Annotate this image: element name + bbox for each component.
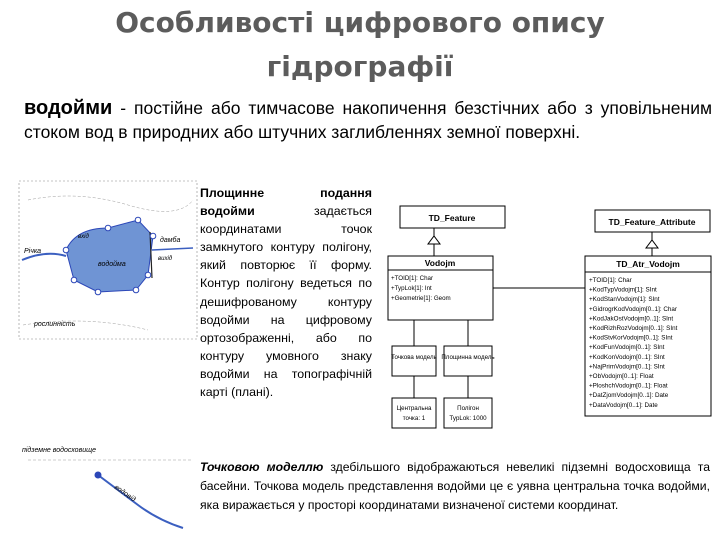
- uml-td-atr-vodojm-box: [584, 255, 712, 417]
- uml-polygon-label-1: Полігон: [457, 405, 479, 412]
- uml-class-diagram: TD_Feature Vodojm TD_Feature_Attribute T…: [387, 205, 712, 429]
- uml-attr-item: +KodStanVodojm[1]: SInt: [589, 296, 660, 303]
- uml-vodojm-label: Vodojm: [425, 258, 456, 268]
- uml-vodojm-attr: +TOID[1]: Char: [391, 275, 433, 282]
- uml-td-feature-label: TD_Feature: [429, 213, 476, 223]
- uml-point-model-box: [391, 345, 437, 377]
- uml-vodojm-attr: +Geometrie[1]: Geom: [391, 295, 451, 302]
- uml-attr-item: +KodFunVodojm[0..1]: SInt: [589, 344, 665, 351]
- label-canal: водовід: [113, 483, 138, 504]
- uml-attr-item: +DatZjomVodojm[0..1]: Date: [589, 392, 669, 399]
- slide-title-line2: гідрографії: [266, 50, 454, 83]
- uml-vodojm-box: [387, 255, 494, 321]
- uml-attr-item: +ObVodojm[0..1]: Float: [589, 373, 654, 380]
- label-underground: підземне водосховище: [22, 446, 96, 454]
- uml-vodojm-attr: +TypLok[1]: Int: [391, 285, 432, 292]
- label-reservoir: водойма: [98, 260, 126, 268]
- uml-attr-item: +GidrogrKodVodojm[0..1]: Char: [589, 306, 677, 313]
- uml-center-point-label-2: точка: 1: [403, 415, 426, 422]
- desc-text: задається координатами точок замкнутого …: [200, 204, 372, 400]
- desc-term: Площинне подання водойми: [200, 186, 372, 219]
- reservoir-map-illustration: Річка водойма дамба вхід вихід рослинніс…: [18, 180, 198, 340]
- point-text: здебільшого відображаються невеликі підз…: [200, 460, 710, 512]
- uml-td-feature-attribute-label: TD_Feature_Attribute: [609, 217, 696, 227]
- uml-attr-item: +DataVodojm[0..1]: Date: [589, 402, 658, 409]
- intro-text: - постійне або тимчасове накопичення без…: [24, 98, 712, 142]
- label-river: Річка: [24, 247, 41, 255]
- uml-center-point-label-1: Центральна: [397, 405, 432, 412]
- uml-attr-item: +KodKonVodojm[0..1]: SInt: [589, 354, 665, 361]
- uml-center-point-box: [391, 397, 437, 429]
- label-vegetation: рослинність: [33, 320, 76, 328]
- slide-title-line1: Особливості цифрового опису: [115, 6, 605, 39]
- uml-polygon-box: [443, 397, 493, 429]
- intro-term: водойми: [24, 97, 113, 119]
- uml-polygon-label-2: TypLok: 1000: [449, 415, 487, 422]
- uml-area-model-box: [443, 345, 493, 377]
- label-inlet: вхід: [78, 234, 89, 240]
- uml-attr-item: +NajPrimVodojm[0..1]: SInt: [589, 363, 665, 370]
- label-outlet: вихід: [158, 256, 173, 262]
- uml-area-model-label: Площинна модель: [441, 354, 494, 361]
- uml-td-atr-vodojm-label: TD_Atr_Vodojm: [616, 259, 680, 269]
- uml-attr-item: +KodJakOstVodojm[0..1]: SInt: [589, 315, 673, 322]
- label-dam: дамба: [160, 236, 180, 244]
- uml-attr-item: +PloshchVodojm[0..1]: Float: [589, 383, 668, 390]
- uml-point-model-label: Точкова модель: [391, 354, 437, 361]
- uml-attr-item: +KodStvKorVodojm[0..1]: SInt: [589, 335, 673, 342]
- area-model-description: Площинне подання водойми задається коорд…: [200, 184, 372, 401]
- uml-attr-item: +KodTypVodojm[1]: SInt: [589, 287, 657, 294]
- point-term: Точковою моделлю: [200, 460, 324, 474]
- point-model-paragraph: Точковою моделлю здебільшого відображают…: [200, 458, 710, 515]
- uml-td-feature-box: [399, 205, 506, 229]
- intro-paragraph: водойми - постійне або тимчасове накопич…: [24, 96, 712, 144]
- uml-attr-item: +KodRizhRozVodojm[0..1]: SInt: [589, 325, 678, 332]
- underground-reservoir-illustration: підземне водосховище водовід: [22, 446, 193, 529]
- uml-attr-item: +TOID[1]: Char: [589, 277, 632, 284]
